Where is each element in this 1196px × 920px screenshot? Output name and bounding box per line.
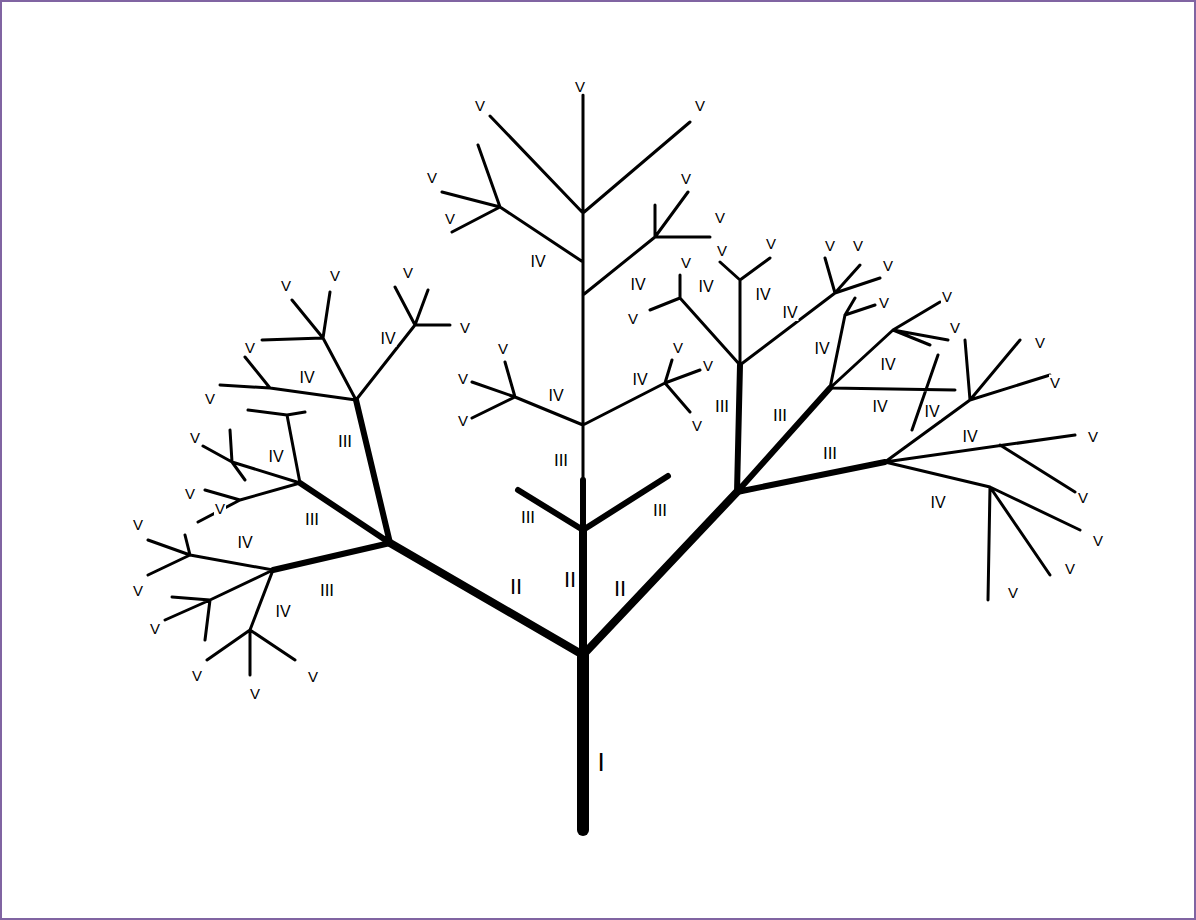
- order-label: V: [680, 255, 692, 270]
- order-label: IV: [631, 372, 648, 388]
- order-label: V: [149, 621, 161, 636]
- order-label: III: [772, 407, 788, 424]
- order-label: V: [1077, 490, 1089, 505]
- order-label: III: [520, 509, 536, 526]
- order-label: V: [1064, 561, 1076, 576]
- order-label: V: [474, 98, 486, 113]
- order-label: IV: [267, 449, 284, 465]
- order-label: V: [1007, 585, 1019, 600]
- order-label: V: [244, 340, 256, 355]
- order-label: IV: [961, 429, 978, 445]
- order-label: V: [1034, 335, 1046, 350]
- order-label: V: [457, 413, 469, 428]
- trunk: [577, 655, 589, 830]
- order-label: V: [402, 265, 414, 280]
- order-label: V: [459, 320, 471, 335]
- order-label: V: [184, 486, 196, 501]
- order-label: V: [497, 341, 509, 356]
- order-label: V: [329, 268, 341, 283]
- order-label: V: [214, 501, 226, 516]
- order-label: IV: [298, 370, 315, 386]
- order-label: V: [132, 583, 144, 598]
- order-label: V: [457, 371, 469, 386]
- order-label: IV: [929, 495, 946, 511]
- order-label: II: [563, 569, 577, 591]
- branch-order-3: [273, 365, 885, 570]
- branch-right: [650, 258, 1080, 600]
- order-label: V: [249, 686, 261, 701]
- order-label: V: [824, 238, 836, 253]
- order-label: V: [1049, 375, 1061, 390]
- order-label: V: [672, 340, 684, 355]
- branch-left: [148, 287, 450, 675]
- order-label: III: [319, 582, 335, 599]
- order-label: V: [1087, 429, 1099, 444]
- order-label: IV: [236, 535, 253, 551]
- order-label: IV: [871, 399, 888, 415]
- order-label: V: [714, 210, 726, 225]
- order-label: III: [652, 502, 668, 519]
- order-label: V: [949, 320, 961, 335]
- order-label: IV: [629, 277, 646, 293]
- order-label: V: [426, 170, 438, 185]
- order-label: III: [337, 433, 353, 450]
- order-label: V: [204, 391, 216, 406]
- order-label: IV: [529, 254, 546, 270]
- order-label: IV: [879, 357, 896, 373]
- order-label: V: [444, 211, 456, 226]
- order-label: V: [765, 236, 777, 251]
- order-label: I: [596, 749, 605, 775]
- order-label: V: [1092, 533, 1104, 548]
- order-label: V: [691, 418, 703, 433]
- order-label: III: [304, 511, 320, 528]
- order-label: III: [714, 398, 730, 415]
- order-label: V: [574, 79, 586, 94]
- order-label: IV: [697, 279, 714, 295]
- order-label: V: [941, 289, 953, 304]
- order-label: V: [307, 669, 319, 684]
- order-label: IV: [754, 287, 771, 303]
- order-label: IV: [547, 388, 564, 404]
- order-label: V: [694, 98, 706, 113]
- order-label: V: [627, 311, 639, 326]
- order-label: IV: [781, 305, 798, 321]
- order-label: IV: [813, 341, 830, 357]
- order-label: IV: [379, 331, 396, 347]
- branch-centre: [442, 95, 710, 480]
- order-label: V: [191, 668, 203, 683]
- order-label: V: [702, 358, 714, 373]
- order-label: V: [280, 278, 292, 293]
- order-label: V: [716, 243, 728, 258]
- order-label: III: [822, 445, 838, 462]
- order-label: III: [553, 452, 569, 469]
- order-label: IV: [923, 404, 940, 420]
- order-label: V: [878, 295, 890, 310]
- order-label: IV: [274, 604, 291, 620]
- order-label: V: [189, 430, 201, 445]
- order-label: V: [680, 171, 692, 186]
- order-label: V: [852, 238, 864, 253]
- order-label: II: [509, 576, 523, 598]
- order-label: V: [132, 517, 144, 532]
- order-label: II: [613, 578, 627, 600]
- order-label: V: [882, 258, 894, 273]
